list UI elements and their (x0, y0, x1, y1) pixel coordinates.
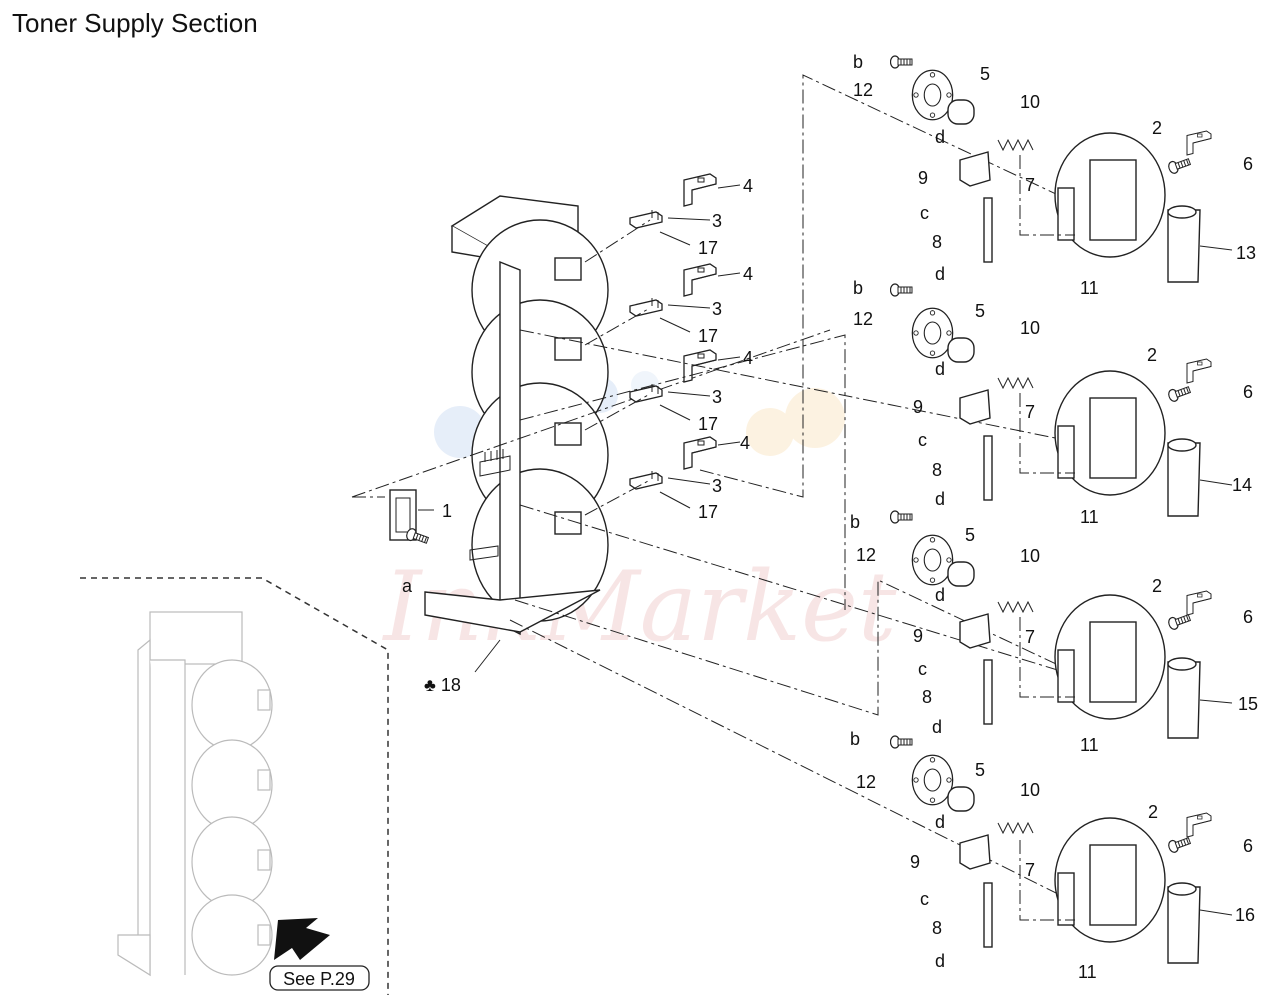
callout-c: c (920, 889, 929, 909)
callout-9: 9 (910, 852, 920, 872)
part-1-bracket (389, 489, 431, 547)
unit-row-3-labels: b 12 5 10 d 9 7 2 6 c 8 d 11 15 (850, 512, 1258, 755)
unit-row-4 (890, 735, 1212, 964)
callout-2: 2 (1147, 345, 1157, 365)
callout-5: 5 (965, 525, 975, 545)
unit-row-1-labels: b 12 5 10 d 9 7 2 6 c 8 d 11 13 (853, 52, 1256, 298)
callout-1: 1 (442, 501, 452, 521)
callout-7: 7 (1025, 402, 1035, 422)
callout-12: 12 (853, 80, 873, 100)
unit-row-4-labels: b 12 5 10 d 9 7 2 6 c 8 d 11 16 (850, 729, 1255, 982)
callout-6: 6 (1243, 154, 1253, 174)
callout-8: 8 (922, 687, 932, 707)
callout-11: 11 (1080, 507, 1099, 527)
callout-4: 4 (743, 348, 753, 368)
callout-b: b (853, 52, 863, 72)
see-page-reference[interactable]: See P.29 (283, 969, 355, 989)
callout-8: 8 (932, 918, 942, 938)
callout-d: d (935, 127, 945, 147)
callout-b: b (850, 512, 860, 532)
unit-row-3 (890, 510, 1212, 739)
callout-4: 4 (743, 264, 753, 284)
callout-b: b (850, 729, 860, 749)
callout-11: 11 (1080, 735, 1099, 755)
callout-c: c (918, 659, 927, 679)
callout-9: 9 (913, 626, 923, 646)
callout-d: d (935, 812, 945, 832)
see-page-box (269, 965, 370, 991)
callout-5: 5 (975, 760, 985, 780)
callout-18: ♣ 18 (424, 675, 461, 695)
callout-6: 6 (1243, 382, 1253, 402)
callout-2: 2 (1152, 576, 1162, 596)
callout-11: 11 (1080, 278, 1099, 298)
callout-9: 9 (918, 168, 928, 188)
unit-row-2 (890, 283, 1212, 517)
callout-16: 16 (1235, 905, 1255, 925)
callout-d: d (932, 717, 942, 737)
callout-8: 8 (932, 460, 942, 480)
callout-4: 4 (743, 176, 753, 196)
callout-17: 17 (698, 502, 718, 522)
inset-reference-view: See P.29 (80, 577, 389, 995)
unit-row-1 (890, 55, 1212, 283)
callout-3: 3 (712, 476, 722, 496)
callout-d: d (935, 489, 945, 509)
callout-3: 3 (712, 387, 722, 407)
callout-c: c (920, 203, 929, 223)
page-title: Toner Supply Section (12, 8, 258, 38)
callout-10: 10 (1020, 780, 1040, 800)
callout-10: 10 (1020, 318, 1040, 338)
callout-c: c (918, 430, 927, 450)
callout-labels: 1 a ♣ 18 4 3 17 4 3 17 4 3 17 4 3 17 (402, 176, 753, 695)
callout-17: 17 (698, 326, 718, 346)
callout-11: 11 (1078, 962, 1097, 982)
callout-14: 14 (1232, 475, 1252, 495)
callout-7: 7 (1025, 627, 1035, 647)
callout-8: 8 (932, 232, 942, 252)
callout-3: 3 (712, 211, 722, 231)
callout-2: 2 (1152, 118, 1162, 138)
callout-7: 7 (1025, 860, 1035, 880)
frame-assembly (424, 195, 609, 636)
callout-d: d (935, 264, 945, 284)
callout-a: a (402, 576, 413, 596)
callout-4: 4 (740, 433, 750, 453)
callout-5: 5 (975, 301, 985, 321)
leader-lines (418, 184, 1233, 916)
callout-13: 13 (1236, 243, 1256, 263)
callout-9: 9 (913, 397, 923, 417)
callout-12: 12 (856, 772, 876, 792)
callout-2: 2 (1148, 802, 1158, 822)
callout-d: d (935, 585, 945, 605)
callout-10: 10 (1020, 92, 1040, 112)
callout-6: 6 (1243, 836, 1253, 856)
callout-17: 17 (698, 238, 718, 258)
callout-b: b (853, 278, 863, 298)
unit-row-2-labels: b 12 5 10 d 9 7 2 6 c 8 d 11 14 (853, 278, 1253, 527)
callout-10: 10 (1020, 546, 1040, 566)
callout-12: 12 (856, 545, 876, 565)
frame-spring-comb (479, 449, 511, 477)
view-direction-arrow (274, 918, 330, 960)
callout-15: 15 (1238, 694, 1258, 714)
callout-12: 12 (853, 309, 873, 329)
callout-5: 5 (980, 64, 990, 84)
callout-6: 6 (1243, 607, 1253, 627)
callout-d: d (935, 359, 945, 379)
callout-3: 3 (712, 299, 722, 319)
inset-frame-drawing (117, 611, 273, 977)
callout-17: 17 (698, 414, 718, 434)
callout-7: 7 (1025, 175, 1035, 195)
callout-d: d (935, 951, 945, 971)
